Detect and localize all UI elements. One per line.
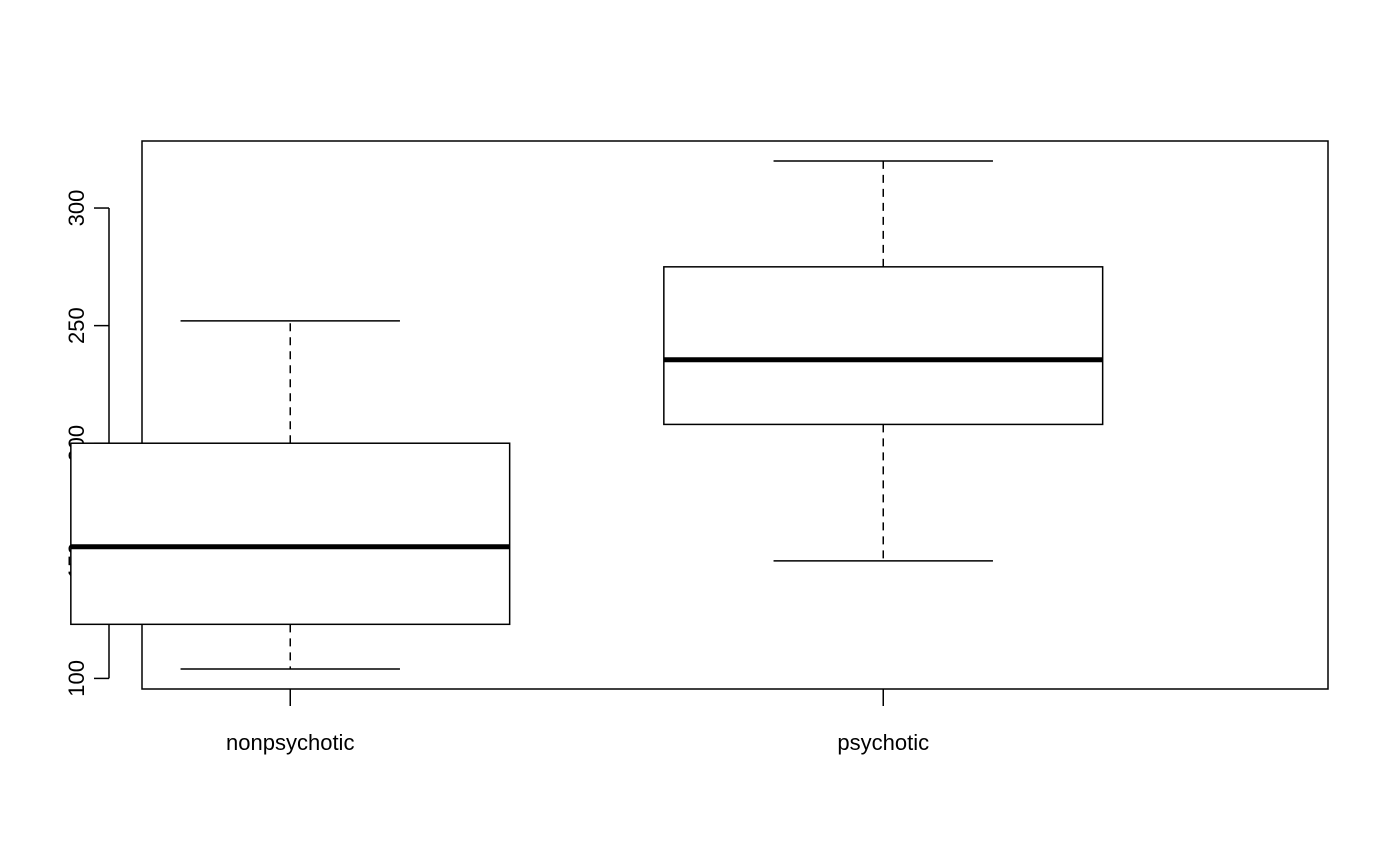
- y-tick-label: 100: [64, 660, 89, 697]
- x-tick-label-psychotic: psychotic: [837, 730, 929, 755]
- iqr-box: [70, 442, 511, 626]
- box-nonpsychotic: [70, 320, 511, 670]
- y-tick-label: 250: [64, 307, 89, 344]
- boxes-group: [70, 160, 1104, 670]
- x-tick-label-nonpsychotic: nonpsychotic: [226, 730, 354, 755]
- x-axis: nonpsychotic psychotic: [226, 689, 929, 755]
- y-tick-label: 300: [64, 190, 89, 227]
- box-psychotic: [663, 160, 1104, 562]
- iqr-box: [663, 266, 1104, 426]
- plot-frame: [141, 140, 1329, 690]
